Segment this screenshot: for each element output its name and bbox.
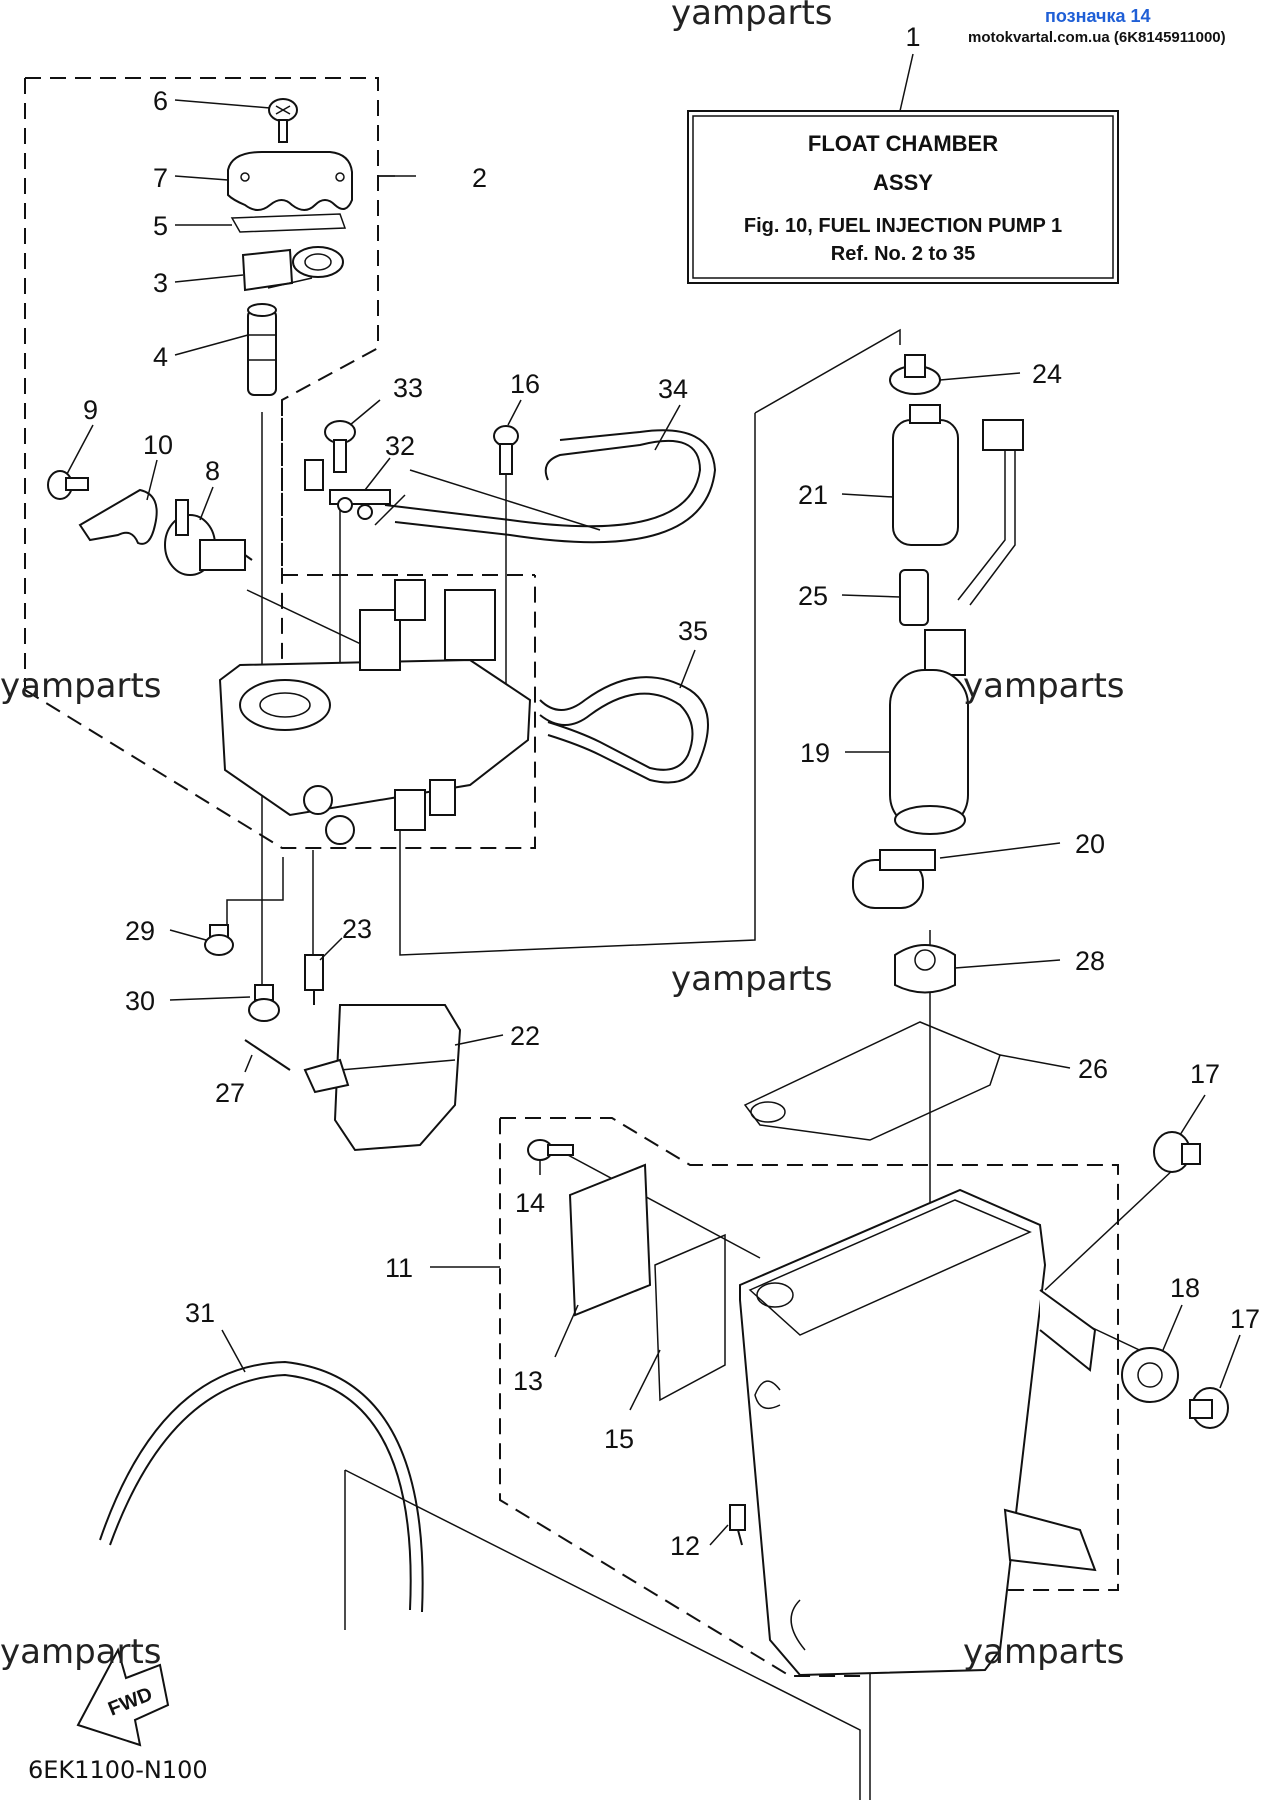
title-line-1: FLOAT CHAMBER [808, 131, 998, 156]
callout-32: 32 [385, 431, 415, 461]
part-28-holder [894, 944, 956, 994]
callout-22: 22 [510, 1021, 540, 1051]
callout-12: 12 [670, 1531, 700, 1561]
callout-2: 2 [472, 163, 487, 193]
part-3-clamp [241, 246, 344, 292]
part-21-filter [892, 404, 959, 546]
callout-25: 25 [798, 581, 828, 611]
part-34-hose [384, 439, 702, 528]
part-4-fitting [247, 303, 277, 396]
part-35-hose [539, 676, 709, 784]
callout-1: 1 [905, 22, 920, 52]
part-5-gasket [230, 213, 347, 233]
part-20-sensor [852, 849, 936, 909]
callout-11: 11 [385, 1253, 413, 1283]
part-9-bolt [47, 470, 89, 500]
callout-9: 9 [83, 395, 98, 425]
callout-21: 21 [798, 480, 828, 510]
callout-6: 6 [153, 86, 168, 116]
part-30-screw [248, 984, 280, 1022]
part-13-plate [568, 1163, 652, 1317]
part-31-hose [109, 1373, 412, 1611]
part-10-bracket [78, 488, 158, 545]
part-25-cap [899, 569, 929, 626]
callout-18: 18 [1170, 1273, 1200, 1303]
callouts: 2 3 4 5 6 7 8 9 10 11 12 13 14 15 16 17 … [66, 86, 1260, 1561]
diagram-code: 6EK1100-N100 [28, 1756, 208, 1784]
callout-28: 28 [1075, 946, 1105, 976]
part-22-cover [303, 1004, 462, 1152]
part-29-screw [204, 924, 234, 956]
callout-4: 4 [153, 342, 168, 372]
callout-26: 26 [1078, 1054, 1108, 1084]
site-label: позначка 14 [1045, 6, 1151, 26]
title-box: 1 FLOAT CHAMBER ASSY Fig. 10, FUEL INJEC… [687, 22, 1119, 284]
callout-10: 10 [143, 430, 173, 460]
title-line-4: Ref. No. 2 to 35 [831, 243, 975, 265]
part-18-mount [1121, 1347, 1179, 1403]
callout-27: 27 [215, 1078, 245, 1108]
callout-17-bottom: 17 [1230, 1304, 1260, 1334]
part-16-bolt [493, 425, 519, 475]
part-24-grommet [889, 354, 941, 395]
callout-29: 29 [125, 916, 155, 946]
part-6-screw [268, 98, 298, 143]
callout-8: 8 [205, 456, 220, 486]
part-32-fitting [304, 459, 391, 520]
site-sub: motokvartal.com.ua (6K8145911000) [968, 29, 1226, 46]
watermark-center: yamparts [671, 959, 833, 999]
part-23-valve [304, 954, 324, 1005]
callout-17-top: 17 [1190, 1059, 1220, 1089]
fwd-arrow: FWD [76, 1647, 170, 1747]
callout-23: 23 [342, 914, 372, 944]
title-line-2: ASSY [873, 170, 933, 195]
callout-5: 5 [153, 211, 168, 241]
callout-16: 16 [510, 369, 540, 399]
part-7-cover [227, 151, 353, 211]
callout-33: 33 [393, 373, 423, 403]
callout-3: 3 [153, 268, 168, 298]
watermark-left-bottom: yamparts [0, 1632, 162, 1672]
callout-15: 15 [604, 1424, 634, 1454]
callout-7: 7 [153, 163, 168, 193]
part-14-bolt [527, 1139, 574, 1161]
part-15-gasket [654, 1233, 726, 1402]
part-11-float-chamber [739, 1188, 1097, 1677]
callout-30: 30 [125, 986, 155, 1016]
callout-14: 14 [515, 1188, 545, 1218]
part-17-grommet-top [1153, 1131, 1201, 1173]
callout-35: 35 [678, 616, 708, 646]
watermark-right-bottom: yamparts [963, 1632, 1125, 1672]
watermark-right-mid: yamparts [963, 666, 1125, 706]
watermark-left-mid: yamparts [0, 666, 162, 706]
callout-31: 31 [185, 1298, 215, 1328]
callout-13: 13 [513, 1366, 543, 1396]
part-19-pump [889, 669, 969, 835]
part-17-grommet-bottom [1189, 1387, 1229, 1429]
part-12-screw [729, 1504, 746, 1546]
title-line-3: Fig. 10, FUEL INJECTION PUMP 1 [744, 215, 1062, 237]
callout-19: 19 [800, 738, 830, 768]
part-27-pin [244, 1039, 291, 1071]
part-26-gasket [743, 1021, 1001, 1141]
callout-34: 34 [658, 374, 688, 404]
harness-connector [924, 419, 1024, 676]
part-8-regulator [164, 499, 253, 576]
watermark-top: yamparts [671, 0, 833, 33]
main-cover-body [218, 579, 532, 845]
callout-20: 20 [1075, 829, 1105, 859]
callout-24: 24 [1032, 359, 1062, 389]
